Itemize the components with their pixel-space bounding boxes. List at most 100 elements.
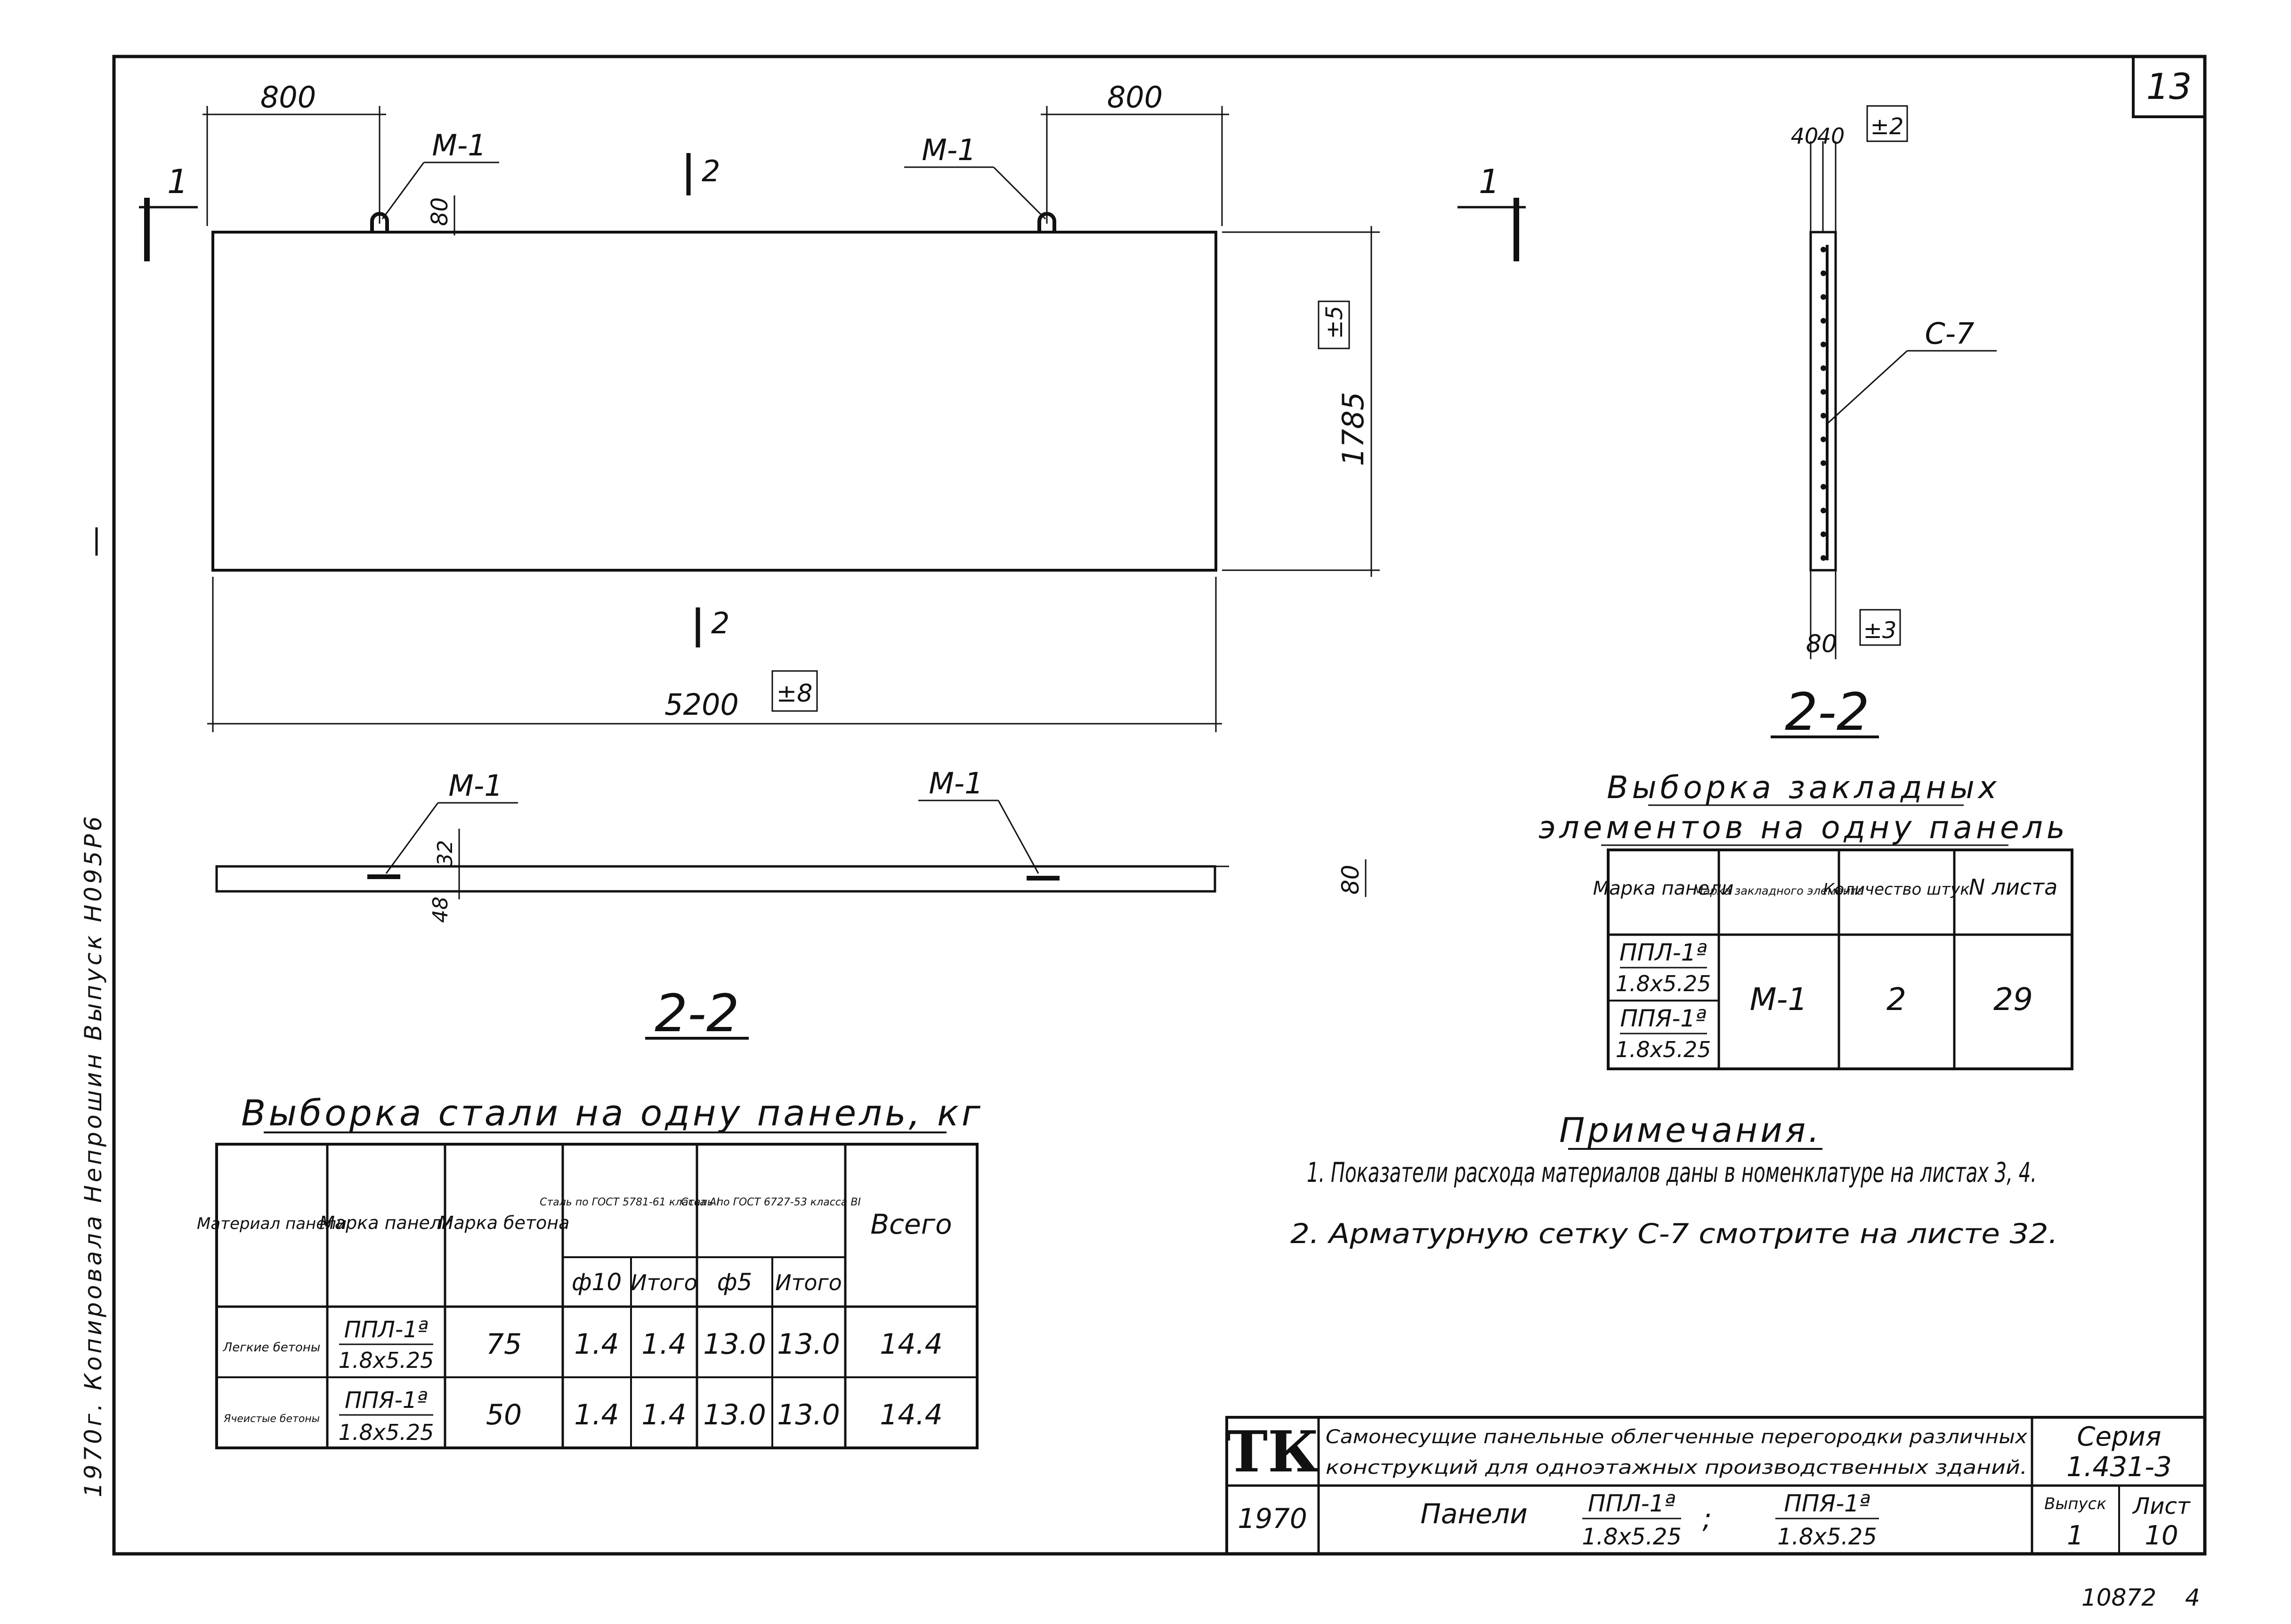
tb-sheet-label: Лист xyxy=(2132,1493,2191,1519)
embed-table-title-2: элементов на одну панель xyxy=(1538,809,2068,846)
embed-h-brand: Марка панели xyxy=(1593,878,1734,899)
section-view: 40 40 ±2 С-7 80 ±3 2-2 xyxy=(1771,105,1997,742)
plan-leader-left xyxy=(385,802,439,874)
row-d10: 1.4 xyxy=(574,1328,619,1361)
mesh-bar-mark xyxy=(1821,460,1826,466)
mesh-bar-mark xyxy=(1821,294,1826,300)
plan-dim-48: 48 xyxy=(429,897,453,923)
dim-800-right: 800 xyxy=(1107,80,1163,114)
section-outline xyxy=(1809,231,1837,572)
tb-description-2: конструкций для одноэтажных производстве… xyxy=(1326,1457,2027,1479)
width-dim: 5200 xyxy=(664,687,739,722)
tb-year: 1970 xyxy=(1238,1503,1307,1535)
row-brand-top: ППЯ-1ª xyxy=(345,1387,428,1414)
leader-m1-right xyxy=(993,166,1046,220)
row-brand-bottom: 1.8x5.25 xyxy=(339,1348,434,1373)
row-concrete: 50 xyxy=(486,1398,522,1431)
embed-table-title-1: Выборка закладных xyxy=(1607,769,2000,806)
row-total1: 1.4 xyxy=(641,1328,686,1361)
tb-series-value: 1.431-3 xyxy=(2066,1451,2172,1483)
dim-80-elev: 80 xyxy=(427,197,453,226)
section-tol-bottom: ±3 xyxy=(1863,617,1897,644)
height-tol-box xyxy=(1318,300,1350,349)
steel-table-frame xyxy=(215,1143,979,1449)
tb-issue-value: 1 xyxy=(2067,1520,2084,1551)
row-d10: 1.4 xyxy=(574,1398,619,1431)
tb-description-1: Самонесущие панельные облегченные перего… xyxy=(1326,1426,2027,1448)
section-2-bottom-label: 2 xyxy=(711,606,729,640)
mesh-bar-mark xyxy=(1821,341,1826,347)
embed-h-element: Марка закладного элемента xyxy=(1693,884,1864,897)
mesh-bar-mark xyxy=(1821,365,1826,371)
tb-separator: ; xyxy=(1702,1503,1712,1535)
section-dim-40a: 40 xyxy=(1791,123,1819,149)
notes: Примечания. 1. Показатели расхода матери… xyxy=(1290,1110,2058,1250)
mesh-bar-mark xyxy=(1821,555,1826,561)
corner-number-box xyxy=(2132,55,2206,118)
tb-series-label: Серия xyxy=(2077,1422,2161,1452)
embed-element: М-1 xyxy=(1750,981,1808,1018)
sheet-frame xyxy=(112,55,2207,1556)
mesh-bar-mark xyxy=(1821,531,1826,537)
row-brand-bottom: 1.8x5.25 xyxy=(339,1420,434,1445)
height-tol: ±5 xyxy=(1321,306,1348,339)
tb-panel-2-top: ППЯ-1ª xyxy=(1784,1490,1870,1517)
steel-table-title: Выборка стали на одну панель, кг xyxy=(241,1092,983,1134)
row-total2: 13.0 xyxy=(777,1398,840,1431)
mesh-bar-mark xyxy=(1821,318,1826,324)
embed-brand-1-bottom: 1.8x5.25 xyxy=(1616,971,1711,996)
corner-number: 13 xyxy=(2146,65,2192,107)
row-concrete: 75 xyxy=(486,1328,522,1361)
width-tol-box xyxy=(771,670,818,712)
steel-row-2: Ячеистые бетоны ППЯ-1ª 1.8x5.25 50 1.4 1… xyxy=(223,1387,943,1445)
mesh-bar-mark xyxy=(1821,270,1826,276)
section-2-top-label: 2 xyxy=(702,154,720,188)
tb-logo: ТК xyxy=(1226,1419,1319,1485)
mesh-bar-mark xyxy=(1821,247,1826,252)
plan-section-label: 2-2 xyxy=(655,983,739,1043)
mesh-bar-mark xyxy=(1821,412,1826,419)
plan-mark-m1-right: М-1 xyxy=(929,766,983,800)
row-total1: 1.4 xyxy=(641,1398,686,1431)
embed-brand-2-bottom: 1.8x5.25 xyxy=(1616,1037,1711,1062)
steel-row-1: Легкие бетоны ППЛ-1ª 1.8x5.25 75 1.4 1.4… xyxy=(223,1317,943,1373)
row-brand-top: ППЛ-1ª xyxy=(344,1317,429,1343)
mesh-bar-mark xyxy=(1821,436,1826,443)
tb-panel-2-bottom: 1.8x5.25 xyxy=(1777,1524,1877,1550)
tb-sheet-value: 10 xyxy=(2145,1520,2178,1551)
plan-dim-80: 80 xyxy=(1337,865,1364,895)
steel-h-d5: ф5 xyxy=(717,1268,753,1296)
footer-mark: 4 xyxy=(2185,1584,2200,1611)
tb-panel-1-top: ППЛ-1ª xyxy=(1588,1490,1676,1517)
section-dim-40b: 40 xyxy=(1817,123,1845,149)
notes-title: Примечания. xyxy=(1559,1110,1822,1150)
plan-mark-m1-left: М-1 xyxy=(448,768,502,803)
row-sum: 14.4 xyxy=(880,1398,943,1431)
steel-h-sum: Всего xyxy=(870,1208,952,1240)
section-1-left-label: 1 xyxy=(167,162,188,201)
mark-m1-left: М-1 xyxy=(432,128,486,162)
tb-panels-label: Панели xyxy=(1420,1498,1528,1530)
row-material: Ячеистые бетоны xyxy=(223,1413,320,1425)
mesh-bar-mark xyxy=(1821,484,1826,490)
panel-elevation: 800 800 М-1 М-1 80 1 1 2 2 178 xyxy=(139,80,1526,732)
section-tol-top-box xyxy=(1866,105,1908,142)
embed-loop-right xyxy=(1037,212,1056,232)
embed-brand-1-top: ППЛ-1ª xyxy=(1619,939,1707,966)
row-d5: 13.0 xyxy=(703,1398,766,1431)
note-2: 2. Арматурную сетку С-7 смотрите на лист… xyxy=(1290,1218,2058,1250)
plan-dim-32: 32 xyxy=(433,840,457,866)
mesh-bar-mark xyxy=(1821,508,1826,514)
dim-800-left: 800 xyxy=(260,80,316,114)
embed-h-qty: Количество штук xyxy=(1823,880,1970,899)
embed-qty: 2 xyxy=(1886,981,1906,1018)
row-sum: 14.4 xyxy=(880,1328,943,1361)
embed-brand-2-top: ППЯ-1ª xyxy=(1620,1005,1706,1032)
row-d5: 13.0 xyxy=(703,1328,766,1361)
steel-h-steel1: Сталь по ГОСТ 5781-61 класса AI xyxy=(540,1196,720,1208)
embed-loop-left xyxy=(370,212,389,232)
mark-m1-right: М-1 xyxy=(922,133,976,167)
section-1-right-label: 1 xyxy=(1479,162,1500,201)
mesh-label: С-7 xyxy=(1925,316,1974,351)
